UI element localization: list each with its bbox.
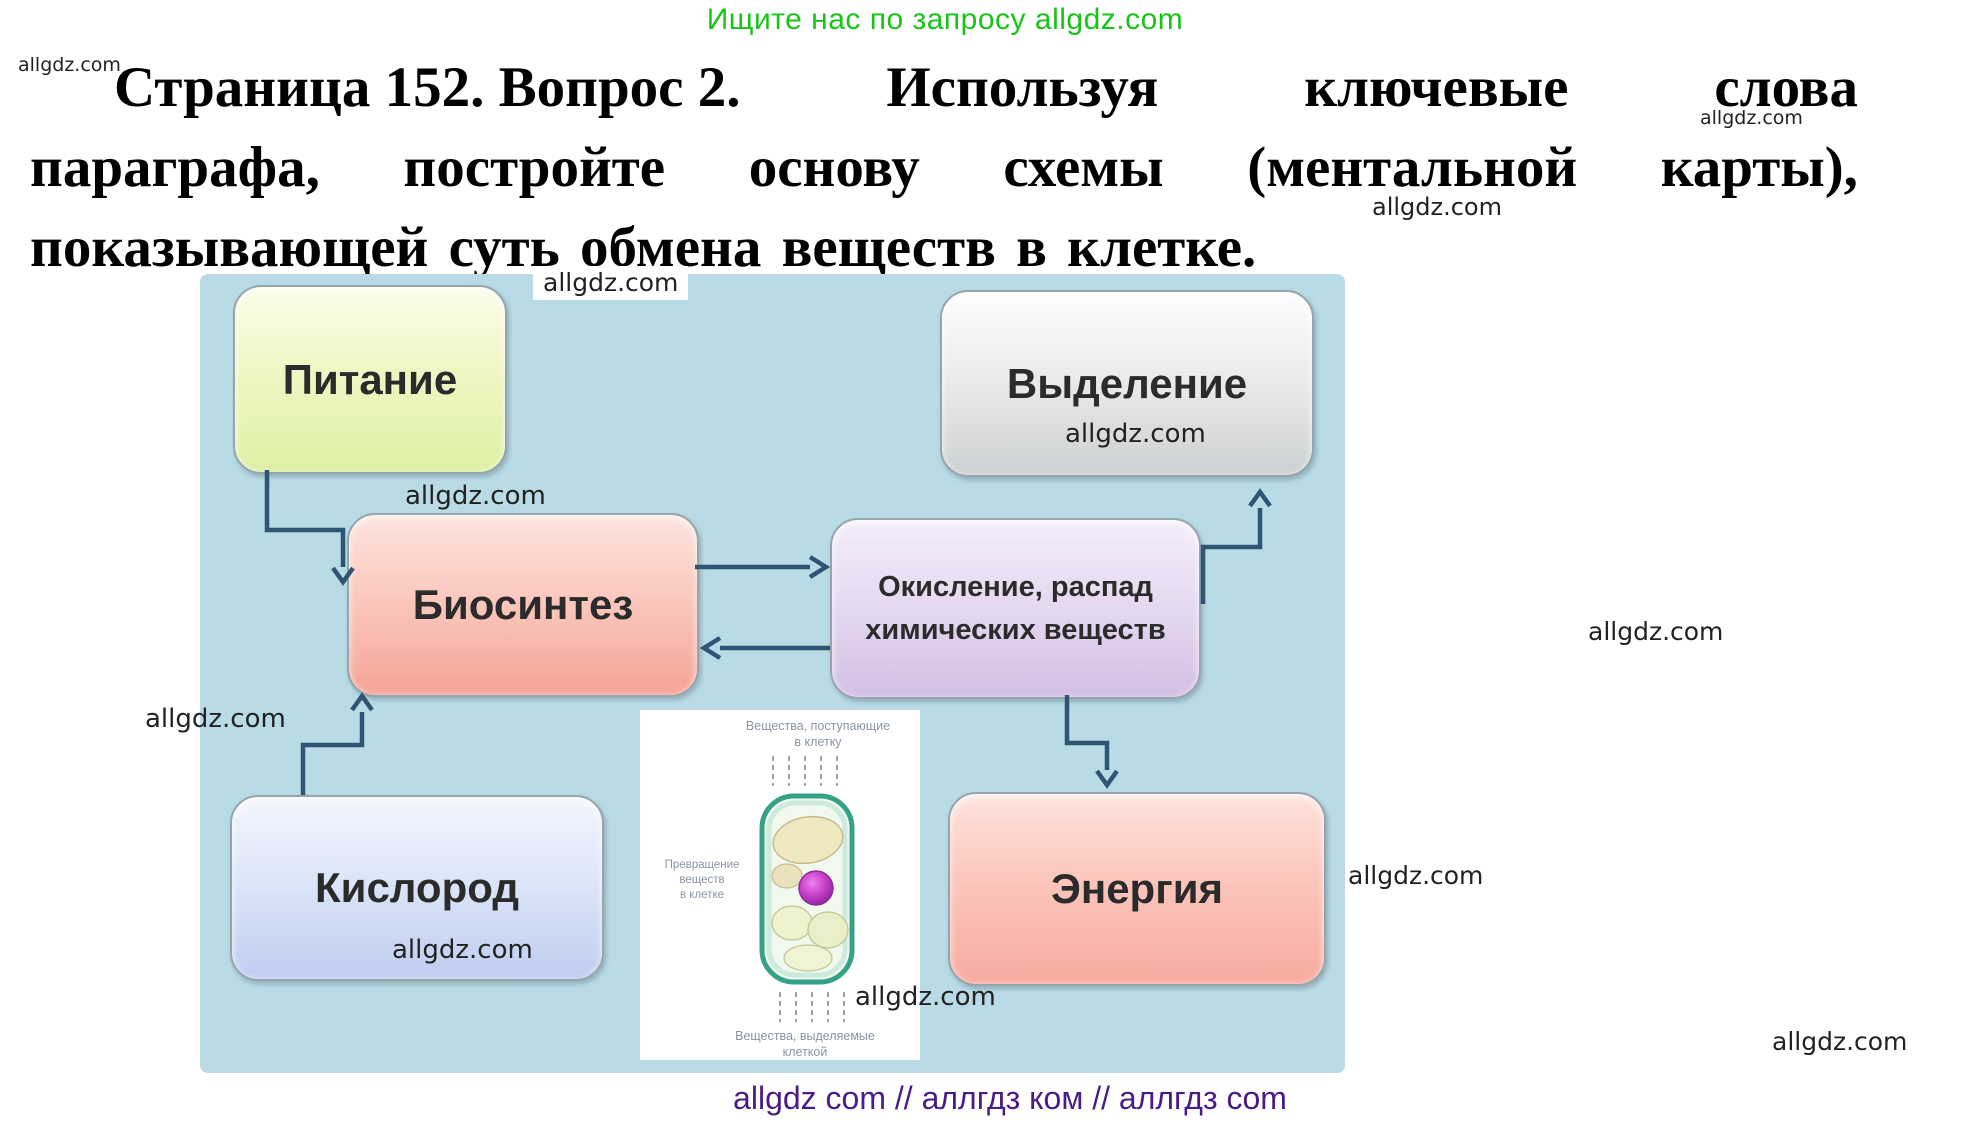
arrowhead-down-icon: [1095, 769, 1119, 789]
cell-bottom-label-line2: клеткой: [783, 1045, 828, 1059]
question-title: Страница 152. Вопрос 2. Используя ключев…: [30, 48, 1858, 288]
cell-top-label-line1: Вещества, поступающие: [746, 719, 890, 733]
node-excretion-label: Выделение: [1006, 359, 1248, 407]
title-word: (ментальной: [1247, 136, 1578, 199]
watermark-allgdz: allgdz.com: [1700, 107, 1803, 129]
node-oxidation: Окисление, распад химических веществ: [830, 518, 1201, 699]
arrowhead-left-icon: [699, 636, 722, 660]
cell-organelles: [771, 815, 849, 972]
question-title-line2: параграфа, постройте основу схемы (мента…: [30, 128, 1858, 208]
watermark-allgdz: allgdz.com: [533, 266, 689, 300]
title-word: карты),: [1660, 136, 1858, 199]
cell-left-label-line2: веществ: [679, 874, 724, 886]
arrowhead-up-icon: [1248, 488, 1272, 508]
metabolism-diagram: Питание Выделение Биосинтез Окисление, р…: [200, 274, 1345, 1073]
title-word: ключевые: [1304, 56, 1569, 119]
watermark-allgdz: allgdz.com: [1372, 193, 1502, 221]
node-biosynthesis-label: Биосинтез: [412, 581, 634, 628]
title-word: Используя: [886, 56, 1159, 119]
outgoing-substance-arrows: [779, 992, 845, 1022]
watermark-allgdz: allgdz.com: [405, 481, 546, 511]
node-oxygen-label: Кислород: [314, 864, 519, 911]
node-nutrition: Питание: [233, 285, 507, 474]
question-title-line1: Страница 152. Вопрос 2. Используя ключев…: [30, 48, 1858, 128]
title-word: основу: [748, 136, 920, 199]
cell-inset-panel: Вещества, поступающие в клетку Превращен…: [640, 710, 920, 1060]
title-word: постройте: [403, 136, 666, 199]
node-energy: Энергия: [948, 792, 1326, 986]
watermark-allgdz: allgdz.com: [1588, 617, 1724, 646]
cell-bottom-label-line1: Вещества, выделяемые: [735, 1029, 875, 1043]
node-oxygen: Кислород: [230, 795, 604, 981]
title-word: параграфа,: [30, 136, 320, 199]
watermark-allgdz: allgdz.com: [1772, 1027, 1908, 1056]
watermark-allgdz: allgdz.com: [145, 704, 286, 734]
incoming-substance-arrows: [772, 756, 838, 786]
watermark-allgdz: allgdz.com: [1348, 861, 1484, 890]
watermark-allgdz: allgdz.com: [855, 982, 996, 1012]
arrow-oxidation-to-energy: [1064, 695, 1110, 770]
watermark-allgdz: allgdz.com: [392, 935, 533, 965]
cell-left-label-line1: Превращение: [665, 859, 740, 871]
cell-nucleus: [798, 870, 834, 906]
node-oxidation-label: Окисление, распад химических веществ: [865, 571, 1166, 646]
arrowhead-up-icon: [350, 692, 374, 712]
cell-top-label-line2: в клетку: [794, 735, 842, 749]
promo-banner: Ищите нас по запросу allgdz.com: [706, 3, 1184, 36]
arrow-oxygen-to-biosynthesis: [300, 712, 365, 795]
arrowhead-right-icon: [808, 555, 831, 579]
title-word: схемы: [1003, 136, 1164, 199]
watermark-allgdz: allgdz.com: [18, 54, 121, 76]
node-nutrition-label: Питание: [282, 355, 458, 403]
node-biosynthesis: Биосинтез: [347, 513, 699, 697]
node-energy-label: Энергия: [1050, 865, 1224, 912]
cell-left-label-line3: в клетке: [680, 889, 724, 901]
cell-inner-membrane: [766, 800, 848, 978]
footer-watermark-text: allgdz com // аллгдз ком // аллгдз com: [733, 1080, 1287, 1116]
cell-illustration: Вещества, поступающие в клетку Превращен…: [665, 719, 891, 1059]
title-word: слова: [1714, 56, 1858, 119]
arrow-nutrition-to-biosynthesis: [264, 470, 346, 567]
arrow-oxidation-to-excretion: [1200, 508, 1263, 604]
node-excretion: Выделение: [940, 290, 1314, 477]
title-word: Страница 152. Вопрос 2.: [114, 56, 741, 119]
watermark-allgdz: allgdz.com: [1065, 419, 1206, 449]
